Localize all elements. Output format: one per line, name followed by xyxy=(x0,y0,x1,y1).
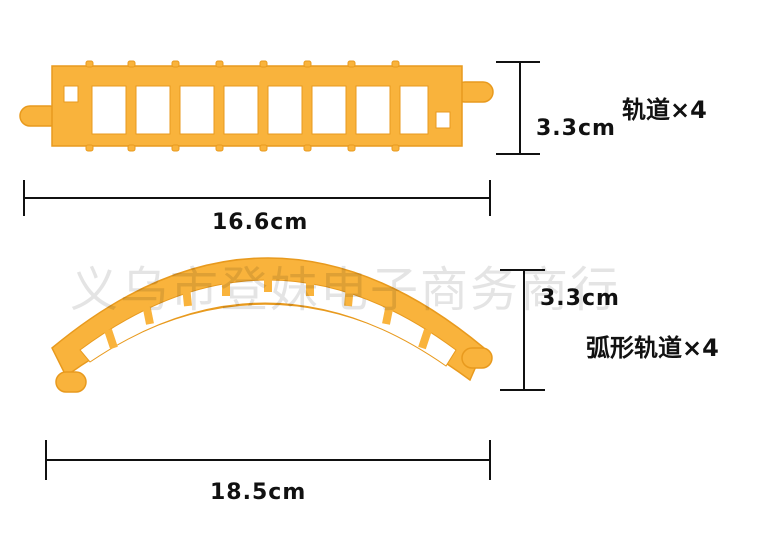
straight-track-name-label: 轨道×4 xyxy=(622,96,707,124)
curved-length-label: 18.5cm xyxy=(210,480,307,505)
watermark-text: 义乌市登妹电子商务商行 xyxy=(70,262,621,318)
curved-track-piece xyxy=(51,257,493,393)
curved-height-label: 3.3cm xyxy=(540,286,620,311)
straight-height-dimension xyxy=(496,61,540,155)
straight-height-label: 3.3cm xyxy=(536,116,616,141)
curved-length-dimension xyxy=(45,440,491,480)
curved-height-dimension xyxy=(500,269,545,391)
straight-track-piece xyxy=(19,60,494,152)
curved-track-name-label: 弧形轨道×4 xyxy=(586,334,719,362)
straight-length-label: 16.6cm xyxy=(212,210,309,235)
straight-length-dimension xyxy=(23,180,491,216)
